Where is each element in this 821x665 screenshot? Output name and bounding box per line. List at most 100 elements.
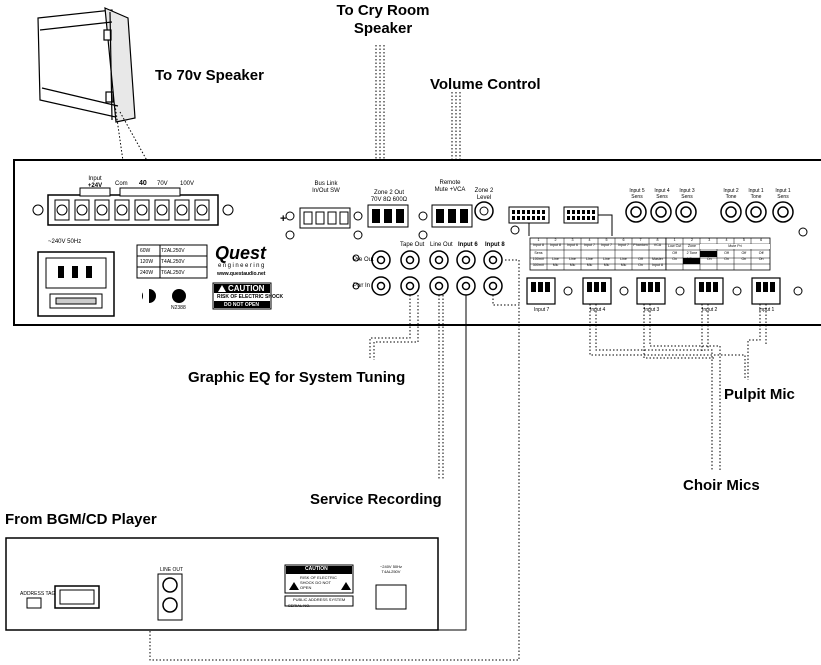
dip-cell: Off bbox=[758, 251, 764, 255]
dip-cell: Mic bbox=[620, 263, 627, 267]
zone2-level-label-2: Level bbox=[476, 195, 492, 201]
dip-cell: Input 8 bbox=[533, 243, 544, 247]
fuse-w-2: 240W bbox=[140, 270, 154, 276]
cry-room-label: To Cry Room bbox=[336, 2, 430, 19]
fuse-v-2: T6AL250V bbox=[161, 270, 185, 276]
dip-cell: Off bbox=[724, 251, 729, 255]
bgm-cable-2 bbox=[149, 259, 520, 661]
dip-cell: 6 bbox=[622, 238, 625, 242]
dip-cell: 100mV bbox=[532, 257, 545, 261]
input-block-0: Input 7 bbox=[534, 307, 550, 313]
bus-link-label: Bus Link bbox=[314, 181, 338, 187]
remote-sub: Mute +VCA bbox=[434, 187, 466, 193]
dip-cell: Master bbox=[652, 257, 663, 261]
com-label: Com bbox=[115, 181, 128, 187]
dip-cell: Zone bbox=[687, 244, 697, 248]
v100-label: 100V bbox=[180, 181, 195, 187]
dip-cell: Line bbox=[620, 257, 627, 261]
n-code-label: N2388 bbox=[171, 305, 186, 311]
fuse-v-0: T2AL250V bbox=[161, 248, 185, 254]
dip-cell: Off bbox=[741, 251, 747, 255]
player-serial-label: SERIAL NO. bbox=[288, 603, 311, 608]
player-power-label-2: T4AL250V bbox=[381, 569, 401, 574]
player-power-label: ~240V 50Hz bbox=[379, 564, 403, 569]
input-block-3: Input 2 bbox=[702, 307, 718, 313]
knob-label-3: Input 2 Tone bbox=[723, 188, 739, 200]
input-block-4: Input 1 bbox=[759, 307, 775, 313]
input-block-1: Input 4 bbox=[590, 307, 606, 313]
knob-label-2: Input 3 Sens bbox=[679, 188, 695, 200]
amplifier-rear-panel: + bbox=[13, 159, 821, 326]
dip-cell: Line bbox=[552, 257, 559, 261]
dip-cell: 1 bbox=[537, 238, 540, 242]
caution-line1: RISK OF ELECTRIC SHOCK bbox=[217, 294, 284, 300]
cry-room-label-2: Speaker bbox=[353, 20, 413, 37]
dip-cell: 6 bbox=[760, 238, 763, 242]
dip-cell: On bbox=[724, 257, 729, 261]
recording-cable bbox=[438, 295, 444, 480]
rca-line-out-label: LINE OUT bbox=[160, 567, 184, 573]
dip-cell: On bbox=[741, 257, 747, 261]
dip-cell: Mic bbox=[586, 263, 593, 267]
remote-label: Remote bbox=[439, 180, 461, 186]
dip-cell: 8 bbox=[656, 238, 659, 242]
brand-sub: engineering bbox=[218, 263, 266, 269]
dip-cell: Mic bbox=[569, 263, 576, 267]
knob-label-4: Input 1 Tone bbox=[748, 188, 764, 200]
dip-cell: 4 bbox=[725, 238, 728, 242]
input-24v-label-2: +24V bbox=[87, 183, 103, 189]
fuse-w-1: 120W bbox=[140, 259, 154, 265]
bus-inout-label: In/Out bbox=[312, 188, 329, 194]
dip-cell: 3 bbox=[571, 238, 574, 242]
dip-cell: 4 bbox=[588, 238, 591, 242]
eq-cable bbox=[369, 295, 419, 360]
zone2-level-label: Zone 2 bbox=[474, 188, 494, 194]
dip-cell: 5 bbox=[605, 238, 608, 242]
graphic-eq-label: Graphic EQ for System Tuning bbox=[188, 369, 406, 386]
dip-cell: Sens bbox=[534, 251, 543, 255]
input8-label: Input 8 bbox=[485, 242, 505, 248]
dip-cell: Input 7 bbox=[618, 243, 629, 247]
dip-cell: On bbox=[758, 257, 764, 261]
dip-cell: 2 Tone bbox=[686, 251, 698, 255]
dip-cell: Mic bbox=[552, 263, 559, 267]
dip-cell: Input 7 bbox=[584, 243, 595, 247]
player-system-label: PUBLIC ADDRESS SYSTEM bbox=[293, 597, 346, 602]
fuse-w-0: 60W bbox=[140, 248, 151, 254]
dip-cell: 3 bbox=[708, 238, 711, 242]
dip-cell: Phantom bbox=[633, 243, 648, 247]
knob-label-1: Input 4 Sens bbox=[654, 188, 670, 200]
dip-cell: Low Cut bbox=[668, 244, 682, 248]
volume-control-label: Volume Control bbox=[430, 76, 541, 93]
knob-label-0: Input 5 Sens bbox=[629, 188, 645, 200]
dip-cell: Line bbox=[569, 257, 576, 261]
player-caution-title: CAUTION bbox=[305, 566, 328, 572]
dip-cell: Input 8 bbox=[550, 243, 561, 247]
pre-out-label: Pre Out bbox=[353, 257, 374, 263]
dip-cell: 1 Tone bbox=[686, 257, 698, 261]
caution-line2: DO NOT OPEN bbox=[224, 302, 260, 308]
dip-cell: 2 bbox=[690, 238, 693, 242]
dip-cell: VCA bbox=[653, 243, 662, 247]
volume-control-leads bbox=[451, 92, 461, 192]
caution-title: CAUTION bbox=[228, 284, 265, 293]
dip-cell: Input 8 bbox=[652, 263, 663, 267]
dip-mute-pri-header: Mute Pri bbox=[700, 244, 770, 249]
choir-mics-label: Choir Mics bbox=[683, 477, 760, 494]
bgm-player-rear-panel bbox=[5, 537, 439, 631]
dip-cell: Line bbox=[586, 257, 593, 261]
dip-cell: Line bbox=[603, 257, 610, 261]
brand-logo: Quest bbox=[215, 243, 267, 263]
v40-label: 40 bbox=[139, 180, 147, 187]
dip-cell: Off bbox=[672, 251, 678, 255]
dip-cell: 2 bbox=[554, 238, 557, 242]
dip-cell: On bbox=[638, 263, 643, 267]
knob-label-5: Input 1 Sens bbox=[775, 188, 791, 200]
input-block-2: Input 3 bbox=[644, 307, 660, 313]
address-tag-label: ADDRESS TAG bbox=[20, 591, 56, 597]
dip-cell: Mic bbox=[603, 263, 610, 267]
speaker-70v-label: To 70v Speaker bbox=[155, 67, 264, 84]
choir-mic-leads bbox=[589, 304, 767, 470]
